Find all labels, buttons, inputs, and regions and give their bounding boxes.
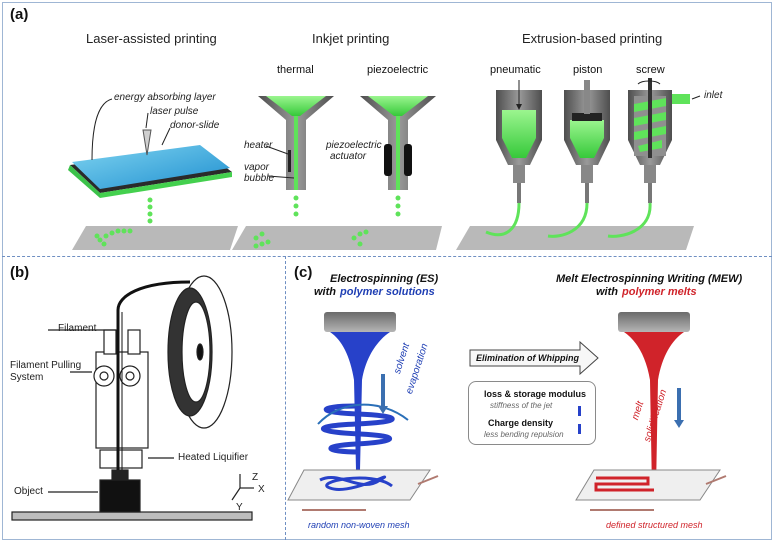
panel-b-label: (b) [10,264,30,281]
label-energy-layer: energy absorbing layer [114,92,216,103]
label-pneumatic: pneumatic [490,64,541,76]
extrusion-title: Extrusion-based printing [522,31,663,46]
panel-a-label: (a) [10,6,29,23]
piezo-droplets [351,195,401,247]
panel-c-label: (c) [294,264,313,281]
label-loss-modulus: loss & storage modulus [484,389,587,399]
divider-horizontal [2,256,772,257]
es-setup [287,312,439,511]
mew-material: polymer melts [622,286,697,298]
es-with: with [314,286,336,298]
label-piezo-actuator-1: piezoelectric [326,140,382,151]
label-piston: piston [573,64,603,76]
label-defined-mesh: defined structured mesh [606,520,703,530]
mew-with: with [596,286,618,298]
laser-pulse-icon [142,129,152,156]
donor-slide [68,145,232,198]
inkjet-leader-lines [265,145,295,179]
inkjet-title: Inkjet printing [312,31,390,46]
elimination-label: Elimination of Whipping [476,353,579,363]
label-donor-slide: donor-slide [170,120,220,131]
label-laser-pulse: laser pulse [150,106,199,117]
label-piezo-actuator-2: actuator [330,151,367,162]
inkjet-substrate [232,226,442,250]
elimination-arrow [469,340,599,434]
label-bending: less bending repulsion [484,430,564,439]
label-heater: heater [244,140,273,151]
axis-z-label: Z [252,472,259,483]
laser-leader-lines [91,98,171,161]
thermal-nozzle [258,96,334,190]
label-stiffness: stiffness of the jet [490,401,553,410]
axis-y-label: Y [236,502,243,513]
mew-title: Melt Electrospinning Writing (MEW) [556,273,743,285]
label-vapor: vapor [244,162,270,173]
es-title: Electrospinning (ES) [330,273,439,285]
axis-x-label: X [258,484,265,495]
label-bubble: bubble [244,173,275,184]
label-thermal: thermal [277,64,314,76]
label-heated-liquifier: Heated Liquifier [178,452,249,463]
laser-title: Laser-assisted printing [86,31,217,46]
label-inlet: inlet [704,90,723,101]
label-piezoelectric: piezoelectric [367,64,429,76]
factors-box [468,381,596,445]
label-filament: Filament [58,323,97,334]
fdm-printer [11,275,254,521]
screw-extruder [607,78,701,238]
label-pulling-1: Filament Pulling [10,360,82,371]
divider-vertical [285,256,286,540]
pneumatic-syringe [485,80,542,237]
es-material: polymer solutions [340,286,435,298]
thermal-droplets [253,195,299,249]
laser-droplets [94,197,153,247]
label-screw: screw [636,64,665,76]
label-random-mesh: random non-woven mesh [308,520,410,530]
piezo-nozzle [360,96,436,190]
label-object: Object [14,486,43,497]
piston-syringe [547,80,610,238]
label-charge-density: Charge density [488,418,554,428]
mew-setup [575,312,727,511]
label-pulling-2: System [10,372,44,383]
